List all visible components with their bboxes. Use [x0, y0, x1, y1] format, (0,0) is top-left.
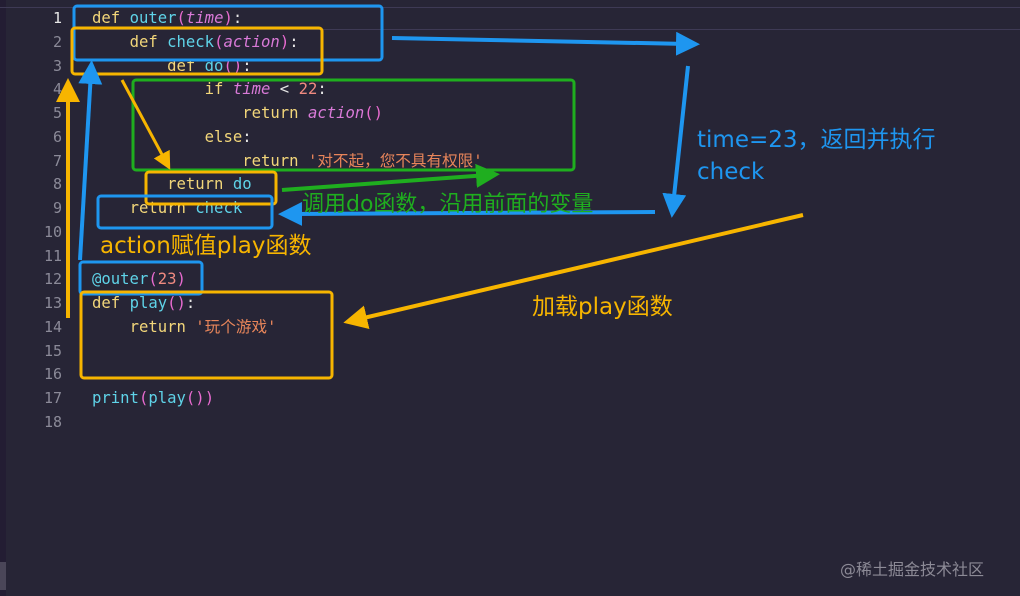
code-token: ) [223, 9, 233, 27]
code-token: '玩个游戏' [195, 317, 277, 336]
code-line[interactable]: return action() [92, 102, 483, 126]
line-number: 5 [52, 104, 62, 122]
line-number: 11 [43, 246, 62, 265]
code-token: return [242, 151, 308, 170]
tab-bar-edge [0, 0, 1020, 8]
activity-bar [0, 0, 6, 596]
code-token: : [232, 9, 243, 27]
code-token: < [270, 80, 299, 99]
line-number: 12 [43, 270, 62, 289]
code-token: () [185, 389, 205, 407]
code-line[interactable]: return '玩个游戏' [92, 316, 483, 340]
code-token: return [242, 104, 308, 122]
line-number: 14 [43, 317, 62, 336]
code-token: ( [138, 389, 149, 407]
code-token: return [167, 175, 233, 194]
code-line[interactable]: print(play()) [92, 387, 483, 411]
code-token: play [129, 294, 168, 312]
code-line[interactable]: return '对不起，您不具有权限' [92, 150, 483, 174]
code-token: print [92, 389, 139, 407]
code-token: if [204, 80, 233, 99]
code-token: ) [176, 270, 186, 289]
code-token: : [242, 127, 252, 146]
code-token: @outer [92, 270, 149, 289]
annotation-time: time=23，返回并执行 check [697, 127, 936, 185]
code-token: 22 [298, 80, 318, 99]
line-number: 7 [52, 151, 62, 170]
code-token: def [92, 9, 130, 27]
line-number: 10 [43, 222, 62, 241]
do-body-box [131, 78, 576, 172]
code-token: () [364, 104, 384, 122]
code-line[interactable]: if time < 22: [92, 78, 483, 102]
code-token: ) [279, 32, 290, 51]
code-token: action [223, 32, 280, 51]
code-token: : [289, 32, 299, 51]
code-token: '对不起，您不具有权限' [307, 151, 483, 170]
code-token: action [307, 104, 365, 122]
arrow-down-right [662, 65, 690, 218]
code-token: play [148, 389, 186, 407]
code-token: check [167, 32, 215, 51]
code-line[interactable]: else: [92, 126, 483, 150]
arrow-to-return-do [120, 79, 171, 170]
code-token: : [317, 80, 327, 99]
return-check-box [96, 194, 274, 230]
code-token: do [232, 175, 252, 194]
annotation-do: 调用do函数，沿用前面的变量 [302, 192, 594, 217]
code-token: ( [214, 32, 224, 51]
line-number: 15 [43, 341, 62, 360]
code-token: outer [129, 9, 177, 27]
code-token: return [129, 317, 196, 336]
code-token: time [185, 9, 224, 27]
code-token: ( [176, 9, 186, 27]
line-number: 8 [52, 175, 62, 194]
code-token: ) [204, 389, 215, 407]
code-line[interactable]: @outer(23) [92, 268, 483, 292]
line-number: 13 [43, 294, 62, 312]
arrow-up-blue [78, 60, 103, 261]
return-do-box [144, 170, 278, 206]
code-line[interactable]: def play(): [92, 292, 483, 316]
code-token: else [204, 127, 243, 146]
check-box [70, 26, 324, 76]
line-number: 6 [52, 127, 62, 146]
line-number: 9 [52, 199, 62, 217]
line-number: 1 [52, 9, 62, 27]
code-token: time [232, 80, 271, 99]
arrow-to-play [343, 213, 804, 329]
code-line[interactable]: return do [92, 173, 483, 197]
scrollbar[interactable] [0, 562, 6, 590]
current-line-highlight [80, 7, 1020, 30]
arrow-to-do-body [281, 163, 500, 192]
decorator-box [78, 260, 204, 296]
watermark: @稀土掘金技术社区 [840, 560, 985, 579]
code-token: def [92, 294, 130, 312]
annotation-play: 加载play函数 [532, 294, 673, 320]
code-token: : [185, 294, 196, 312]
code-line[interactable]: def outer(time): [92, 7, 483, 31]
code-token: def [129, 32, 168, 51]
code-editor[interactable]: def outer(time): def check(action): def … [92, 7, 483, 435]
arrow-to-return-check [278, 201, 656, 226]
outer-box [72, 4, 384, 62]
annotation-action: action赋值play函数 [100, 233, 312, 259]
line-number: 18 [43, 412, 62, 431]
line-number: 3 [52, 56, 62, 75]
arrow-outer-right [391, 31, 700, 56]
line-number: 2 [52, 32, 62, 51]
code-token: 23 [157, 270, 177, 289]
code-line[interactable]: def check(action): [92, 31, 483, 55]
code-token: : [242, 56, 252, 75]
line-number: 16 [43, 365, 62, 384]
code-token: ( [148, 270, 158, 289]
code-token: () [167, 294, 186, 312]
play-box [79, 290, 334, 380]
line-number: 17 [43, 389, 62, 407]
